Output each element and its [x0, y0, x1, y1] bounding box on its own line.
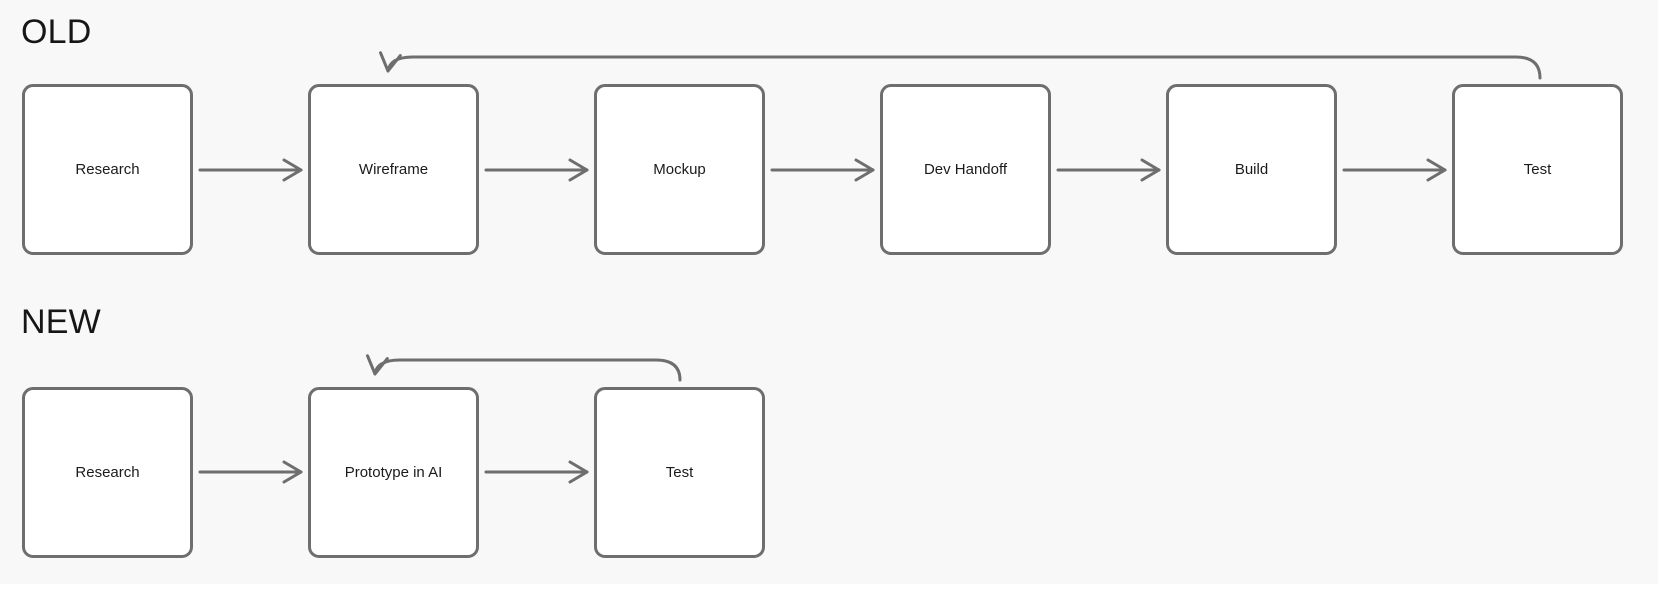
- node-label: Test: [1523, 161, 1552, 178]
- section-heading-new: NEW: [21, 303, 101, 341]
- feedback-arrow-old-test-to-wireframe: [379, 51, 1542, 80]
- feedback-arrow-new-test-to-prototype: [366, 354, 682, 382]
- node-label: Wireframe: [358, 161, 429, 178]
- node-new-research[interactable]: Research: [22, 387, 193, 558]
- node-new-prototype-in-ai[interactable]: Prototype in AI: [308, 387, 479, 558]
- node-old-test[interactable]: Test: [1452, 84, 1623, 255]
- node-label: Build: [1234, 161, 1269, 178]
- node-old-research[interactable]: Research: [22, 84, 193, 255]
- node-old-mockup[interactable]: Mockup: [594, 84, 765, 255]
- node-label: Research: [75, 161, 140, 178]
- node-new-test[interactable]: Test: [594, 387, 765, 558]
- canvas-bottom-edge: [0, 584, 1658, 590]
- node-label: Mockup: [653, 161, 706, 178]
- node-label: Test: [665, 464, 694, 481]
- node-label: Prototype in AI: [344, 464, 443, 481]
- node-label: Research: [75, 464, 140, 481]
- node-old-dev-handoff[interactable]: Dev Handoff: [880, 84, 1051, 255]
- section-heading-old: OLD: [21, 13, 92, 51]
- node-old-wireframe[interactable]: Wireframe: [308, 84, 479, 255]
- node-label: Dev Handoff: [923, 161, 1008, 178]
- node-old-build[interactable]: Build: [1166, 84, 1337, 255]
